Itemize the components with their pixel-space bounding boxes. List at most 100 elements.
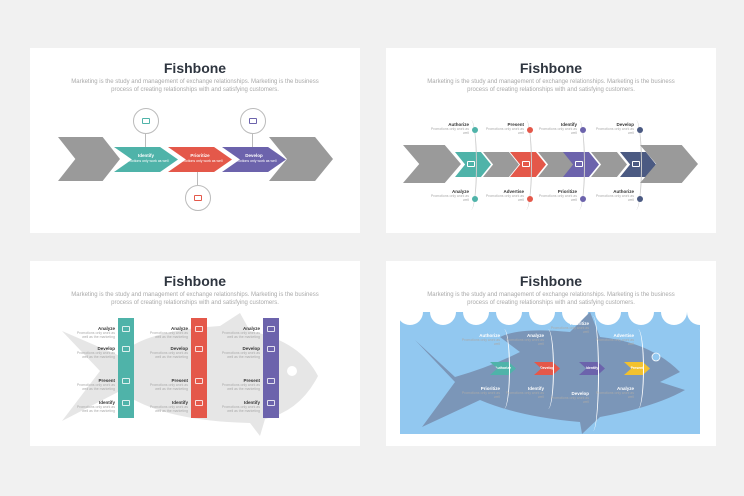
dot-marker — [637, 196, 643, 202]
step-label-title: Identify — [560, 122, 577, 127]
step-label-title: Develop — [571, 391, 589, 396]
curve-line — [498, 329, 510, 409]
category-bar — [191, 318, 207, 418]
category-bar — [118, 318, 134, 418]
step-label-text: Promotions only work as well — [550, 326, 589, 334]
step-label-title: Present — [507, 122, 524, 127]
step-label-text: Promotions only work as well as the mark… — [221, 331, 260, 339]
step-label-title: Identify — [98, 400, 115, 405]
safe-icon — [249, 118, 257, 124]
dot-marker — [527, 196, 533, 202]
step-label-title: Analyze — [97, 326, 115, 331]
step-label-title: Identify — [171, 400, 188, 405]
step-label-text: Promotions only work as well as the mark… — [76, 383, 115, 391]
step-label-text: Promotions only work as well — [461, 338, 500, 346]
fish-silhouette — [62, 313, 318, 436]
step-label: Develop — [245, 153, 263, 158]
step-label-title: Develop — [170, 346, 188, 351]
step-label-text: Promotions only work as well — [505, 338, 544, 346]
step-label-title: Analyze — [451, 189, 469, 194]
curve-line — [520, 120, 532, 210]
step-label-text: Promotions only work as well as the mark… — [76, 331, 115, 339]
curve-line — [587, 316, 599, 431]
dot-marker — [580, 127, 586, 133]
step-label: Prioritize — [190, 153, 210, 158]
step-label-text: Promotions only work as well — [461, 391, 500, 399]
dot-marker — [637, 127, 643, 133]
step-label-title: Develop — [97, 346, 115, 351]
dot-marker — [580, 196, 586, 202]
slide-thumbnail-4[interactable]: Fishbone Marketing is the study and mana… — [386, 261, 716, 446]
slide-thumbnail-3[interactable]: Fishbone Marketing is the study and mana… — [30, 261, 360, 446]
category-icon — [267, 378, 275, 384]
slide-title: Fishbone — [163, 273, 227, 289]
slide-subtitle: Marketing is the study and management of… — [427, 79, 675, 93]
slide-thumbnail-2[interactable]: Fishbone Marketing is the study and mana… — [386, 48, 716, 233]
dot-marker — [472, 127, 478, 133]
step-label-title: Analyze — [170, 326, 188, 331]
step-label-text: Promotions only work as well as the mark… — [149, 351, 188, 359]
step-label-title: Advertise — [613, 333, 634, 338]
step-label-text: Promotions only work as well — [550, 396, 589, 404]
step-label-title: Prioritize — [480, 386, 500, 391]
step-label-text: Promotions only work as well — [485, 194, 524, 202]
curve-line — [465, 120, 477, 210]
connector-line — [197, 172, 198, 185]
icon-circle — [133, 108, 159, 134]
step-label-title: Present — [98, 378, 115, 383]
step-label-title: Present — [243, 378, 260, 383]
curve-line — [632, 329, 644, 409]
step-label-title: Develop — [616, 122, 634, 127]
category-icon — [267, 400, 275, 406]
step-label-title: Analyze — [242, 326, 260, 331]
category-icon — [122, 378, 130, 384]
category-icon — [195, 378, 203, 384]
dot-marker — [472, 196, 478, 202]
step-label-title: Authorize — [479, 333, 500, 338]
slide-subtitle: Marketing is the study and management of… — [71, 292, 319, 306]
slide-subtitle: Marketing is the study and management of… — [427, 292, 675, 306]
step-label-text: Promotions only work as well — [430, 127, 469, 135]
step-label-text: Promotions only work as well as the mark… — [149, 331, 188, 339]
step-label-text: Promotions only work as well as the mark… — [76, 405, 115, 413]
step-label-text: Promotions only work as well — [538, 194, 577, 202]
step-label-text: Promotions only work as well as the mark… — [221, 383, 260, 391]
step-label-text: Promotions only work as well — [595, 127, 634, 135]
curve-line — [630, 120, 642, 210]
step-label-text: Promotions only work as well — [485, 127, 524, 135]
connector-line — [145, 134, 146, 147]
step-label-title: Analyze — [616, 386, 634, 391]
curve-line — [573, 120, 585, 210]
slide-thumbnail-1[interactable]: Fishbone Marketing is the study and mana… — [30, 48, 360, 233]
step-label-title: Advertise — [503, 189, 524, 194]
category-icon — [122, 400, 130, 406]
step-label-title: Authorize — [448, 122, 469, 127]
step-label-text: Promotions only work as well as the mark… — [149, 405, 188, 413]
category-icon — [195, 400, 203, 406]
icon-circle — [185, 185, 211, 211]
step-label-text: Promotions only work as well — [595, 338, 634, 346]
step-text: Promotions only work as well — [231, 159, 277, 163]
category-bar — [263, 318, 279, 418]
slide-title: Fishbone — [519, 60, 583, 76]
